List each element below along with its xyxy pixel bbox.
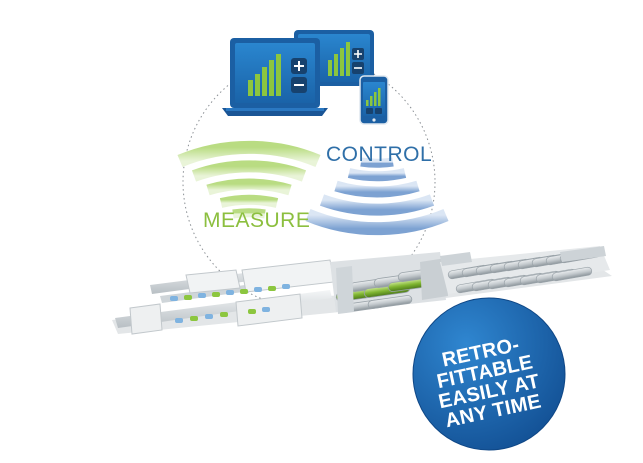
retrofit-badge-text: RETRO- FITTABLE EASILY AT ANY TIME (434, 333, 544, 433)
measure-label: MEASURE (203, 209, 311, 232)
phone-icon (359, 75, 389, 125)
minus-icon (291, 77, 307, 93)
devices-group (222, 30, 389, 125)
dotted-circle (182, 55, 436, 309)
measure-signal-icon (177, 140, 321, 219)
plus-icon (291, 58, 307, 74)
control-signal-icon (305, 157, 449, 236)
machine-illustration (112, 246, 612, 335)
laptop-icon (222, 38, 328, 116)
retrofit-badge-circle (412, 297, 566, 451)
control-label: CONTROL (326, 143, 433, 166)
